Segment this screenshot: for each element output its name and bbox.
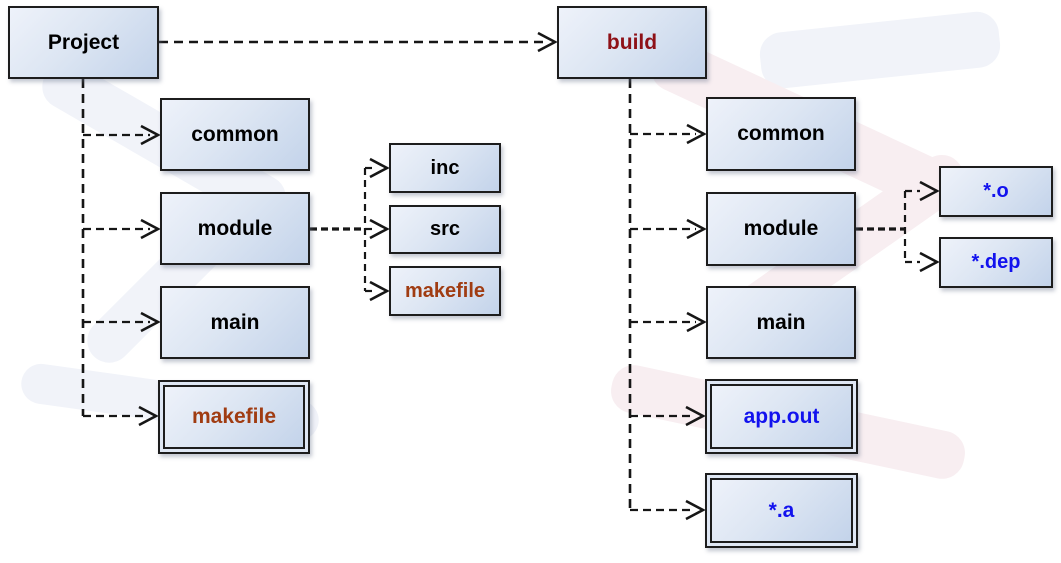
arrowhead-build xyxy=(537,31,558,53)
node-build-module-label: module xyxy=(743,217,819,240)
arrowhead-deps xyxy=(919,251,940,273)
node-src-common: common xyxy=(160,98,310,171)
node-module-inc-label: inc xyxy=(430,156,460,179)
arrowhead-mod-makefile xyxy=(369,280,390,302)
arrowhead-objects xyxy=(919,180,940,202)
node-src-main-label: main xyxy=(210,310,260,334)
arrowhead-src-module xyxy=(140,218,161,240)
arrowhead-bld-module xyxy=(686,218,707,240)
node-build-label: build xyxy=(606,30,658,54)
arrowhead-src-common xyxy=(140,124,161,146)
arrowhead-src xyxy=(369,218,390,240)
node-module-src-label: src xyxy=(429,218,461,240)
node-src-makefile: makefile xyxy=(158,380,310,454)
node-build-app-out-label: app.out xyxy=(743,404,820,428)
node-module-objects-label: *.o xyxy=(983,180,1009,202)
node-module-objects: *.o xyxy=(939,166,1053,217)
node-module-src: src xyxy=(389,205,501,254)
arrowhead-appout xyxy=(685,405,706,427)
node-src-makefile-inner: makefile xyxy=(163,385,305,449)
node-build-static-lib: *.a xyxy=(705,473,858,548)
node-build-app-out: app.out xyxy=(705,379,858,454)
node-module-makefile-label: makefile xyxy=(404,279,486,302)
arrowhead-src-makefile xyxy=(138,405,159,427)
node-src-main: main xyxy=(160,286,310,359)
arrowhead-src-main xyxy=(140,311,161,333)
node-build-main-label: main xyxy=(756,310,806,334)
node-src-common-label: common xyxy=(191,122,279,146)
node-module-inc: inc xyxy=(389,143,501,193)
node-src-module: module xyxy=(160,192,310,265)
node-src-makefile-label: makefile xyxy=(191,405,277,428)
node-build-common: common xyxy=(706,97,856,171)
node-project-label: Project xyxy=(47,30,120,54)
node-module-makefile: makefile xyxy=(389,266,501,316)
arrowhead-bld-common xyxy=(686,123,707,145)
node-build-common-label: common xyxy=(737,122,825,145)
node-build-static-lib-label: *.a xyxy=(768,498,795,522)
node-module-deps: *.dep xyxy=(939,237,1053,288)
node-build-static-lib-inner: *.a xyxy=(710,478,853,543)
node-build-module: module xyxy=(706,192,856,266)
arrowhead-bld-main xyxy=(686,311,707,333)
arrowhead-staticlib xyxy=(685,499,706,521)
node-src-module-label: module xyxy=(197,216,273,240)
node-module-deps-label: *.dep xyxy=(971,251,1021,273)
node-build-app-out-inner: app.out xyxy=(710,384,853,449)
arrowhead-inc xyxy=(369,157,390,179)
node-project: Project xyxy=(8,6,159,79)
node-build-main: main xyxy=(706,286,856,359)
node-build: build xyxy=(557,6,707,79)
